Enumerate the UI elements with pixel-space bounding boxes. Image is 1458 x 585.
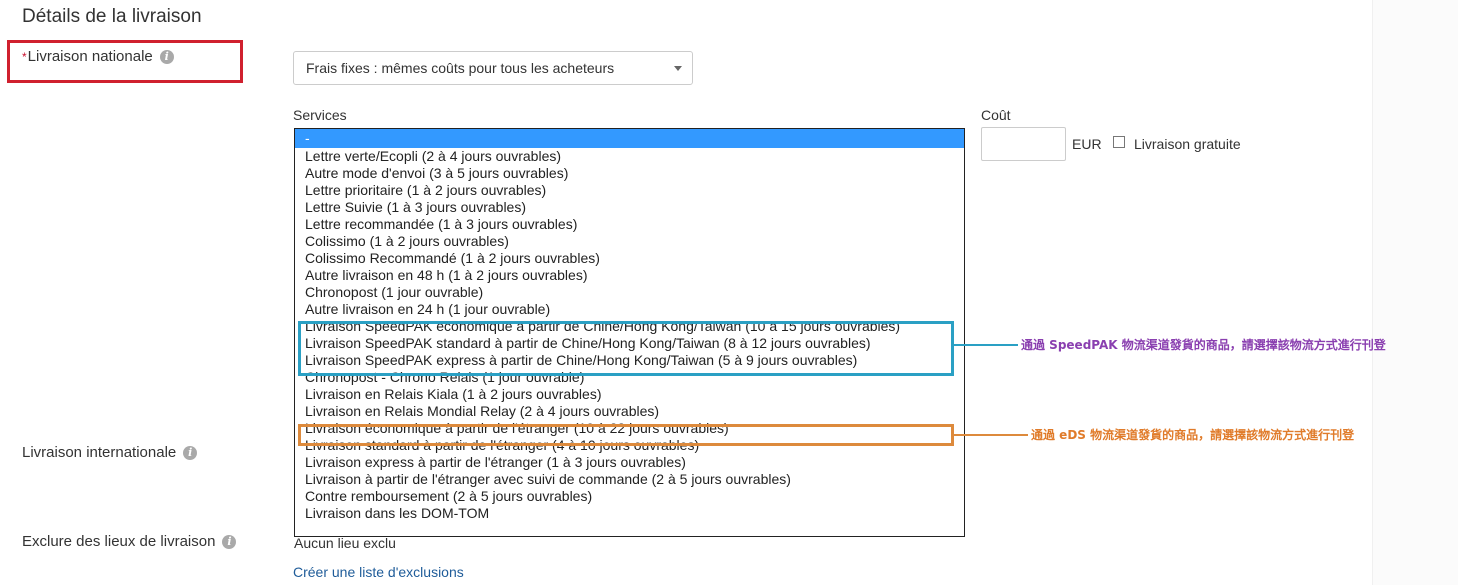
service-option[interactable]: Livraison dans les DOM-TOM [305, 505, 490, 521]
shipping-type-select-value: Frais fixes : mêmes coûts pour tous les … [306, 60, 615, 76]
service-option[interactable]: Colissimo Recommandé (1 à 2 jours ouvrab… [305, 250, 600, 266]
speedpak-connector-line [954, 344, 1018, 346]
service-option[interactable]: Autre livraison en 48 h (1 à 2 jours ouv… [305, 267, 588, 283]
shipping-type-select[interactable]: Frais fixes : mêmes coûts pour tous les … [293, 51, 693, 85]
right-panel-background [1372, 0, 1458, 585]
currency-label: EUR [1072, 136, 1102, 152]
service-option[interactable]: Lettre verte/Ecopli (2 à 4 jours ouvrabl… [305, 148, 562, 164]
speedpak-annotation-note: 通過 SpeedPAK 物流渠道發貨的商品，請選擇該物流方式進行刊登 [1021, 338, 1386, 352]
chevron-down-icon [674, 66, 682, 71]
service-option[interactable]: Livraison à partir de l'étranger avec su… [305, 471, 791, 487]
services-column-label: Services [293, 107, 347, 123]
international-shipping-label: Livraison internationale i [22, 444, 198, 461]
service-option[interactable]: - [295, 129, 964, 148]
service-option[interactable]: Lettre prioritaire (1 à 2 jours ouvrable… [305, 182, 547, 198]
domestic-shipping-label: * Livraison nationale i [22, 48, 174, 65]
international-shipping-label-text: Livraison internationale [22, 444, 177, 461]
service-option[interactable]: Autre mode d'envoi (3 à 5 jours ouvrable… [305, 165, 569, 181]
create-exclusion-list-link[interactable]: Créer une liste d'exclusions [293, 564, 464, 580]
info-icon[interactable]: i [222, 534, 237, 549]
service-option[interactable]: Autre livraison en 24 h (1 jour ouvrable… [305, 301, 551, 317]
eds-option-highlight [298, 424, 954, 446]
service-option[interactable]: Lettre Suivie (1 à 3 jours ouvrables) [305, 199, 526, 215]
eds-connector-line [954, 434, 1028, 436]
free-shipping-label[interactable]: Livraison gratuite [1134, 136, 1241, 152]
cost-input[interactable] [981, 127, 1066, 161]
service-option[interactable]: Chronopost (1 jour ouvrable) [305, 284, 484, 300]
service-option[interactable]: Livraison SpeedPAK express à partir de C… [305, 352, 858, 368]
info-icon[interactable]: i [183, 445, 198, 460]
service-option[interactable]: Livraison en Relais Mondial Relay (2 à 4… [305, 403, 660, 419]
service-option[interactable]: Livraison SpeedPAK standard à partir de … [305, 335, 871, 351]
cost-column-label: Coût [981, 107, 1011, 123]
free-shipping-checkbox[interactable] [1113, 136, 1125, 148]
eds-annotation-note: 通過 eDS 物流渠道發貨的商品，請選擇該物流方式進行刊登 [1031, 428, 1355, 442]
service-option[interactable]: Colissimo (1 à 2 jours ouvrables) [305, 233, 509, 249]
required-field-highlight-box [7, 40, 243, 83]
exclude-locations-label-text: Exclure des lieux de livraison [22, 533, 216, 550]
info-icon[interactable]: i [159, 49, 174, 64]
required-marker: * [22, 49, 27, 64]
service-option[interactable]: Contre remboursement (2 à 5 jours ouvrab… [305, 488, 593, 504]
exclude-locations-label: Exclure des lieux de livraison i [22, 533, 237, 550]
service-option[interactable]: Livraison express à partir de l'étranger… [305, 454, 686, 470]
section-title: Détails de la livraison [22, 6, 202, 27]
services-dropdown-list[interactable]: -Lettre verte/Ecopli (2 à 4 jours ouvrab… [294, 128, 965, 537]
speedpak-options-highlight [298, 321, 954, 376]
domestic-shipping-label-text: Livraison nationale [27, 48, 153, 65]
service-option[interactable]: Livraison en Relais Kiala (1 à 2 jours o… [305, 386, 602, 402]
exclusions-value: Aucun lieu exclu [294, 535, 396, 551]
service-option[interactable]: Lettre recommandée (1 à 3 jours ouvrable… [305, 216, 578, 232]
